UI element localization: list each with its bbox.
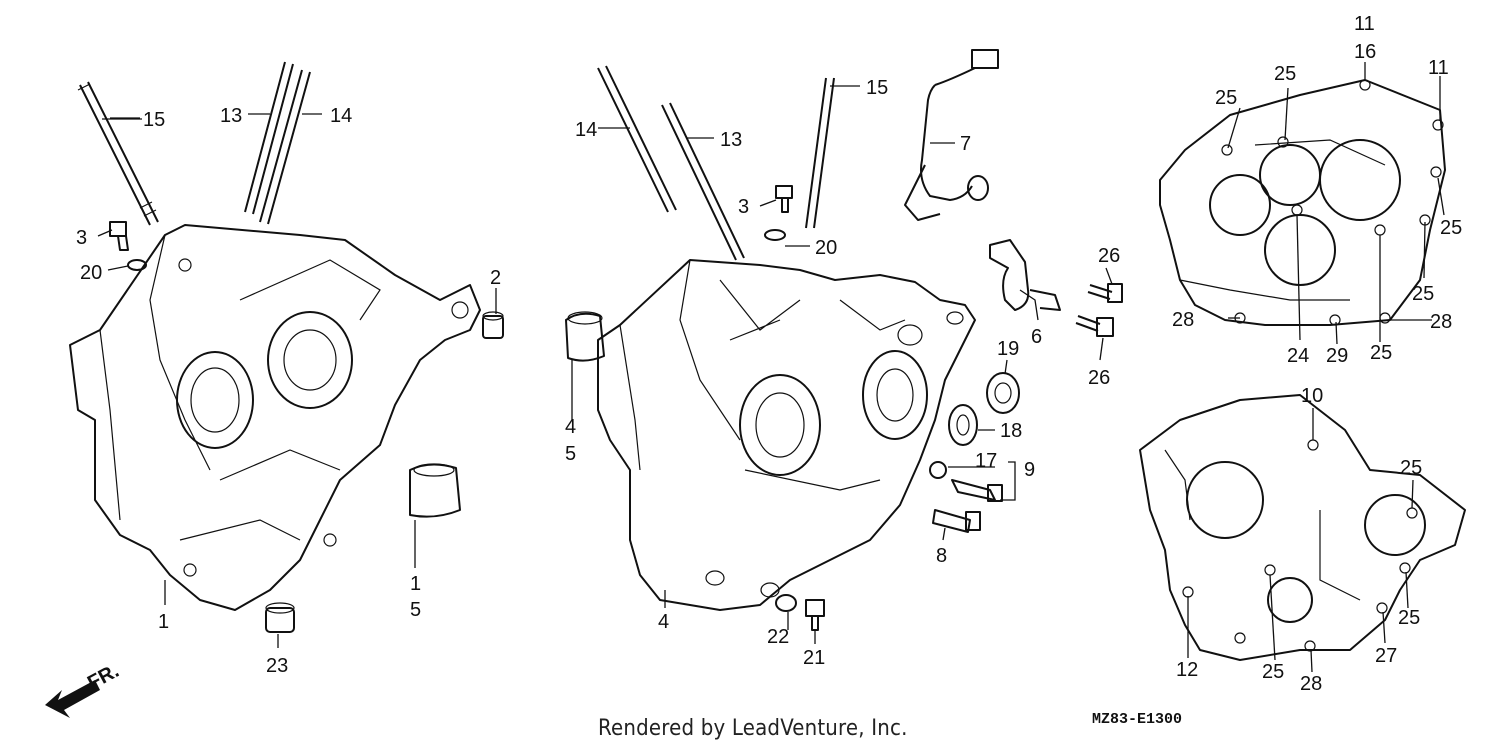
stud-bolt-13-right [661,102,745,261]
callout-23: 23 [266,655,288,677]
callout-2: 2 [490,267,501,289]
crankcase-cover-gasket-top [1159,79,1446,326]
callout-25: 25 [1215,87,1237,109]
bolt-21 [805,599,825,631]
callout-3: 3 [738,196,749,218]
callout-15: 15 [143,109,165,131]
callout-17: 17 [975,450,997,472]
callout-4: 4 [658,611,669,633]
front-direction-arrow: FR. [45,660,123,718]
callout-24: 24 [1287,345,1309,367]
callout-28: 28 [1172,309,1194,331]
stud-bolt-15-left [77,81,159,226]
oil-seal-1-5 [409,463,461,518]
stud-bolt-14-left [259,69,311,225]
callout-27: 27 [1375,645,1397,667]
oil-seal-4-5 [565,311,605,362]
bracket-6 [989,239,1061,311]
callout-19: 19 [997,338,1019,360]
callout-13: 13 [720,129,742,151]
callout-5: 5 [410,599,421,621]
callout-28: 28 [1430,311,1452,333]
stud-bolt-14-right [597,65,677,213]
callout-25: 25 [1412,283,1434,305]
callout-5: 5 [565,443,576,465]
callout-15: 15 [866,77,888,99]
callout-1: 1 [410,573,421,595]
right-crankcase-half [597,259,976,611]
bolt-3-left [109,221,129,251]
callout-1: 1 [158,611,169,633]
callout-20: 20 [815,237,837,259]
callout-12: 12 [1176,659,1198,681]
callout-7: 7 [960,133,971,155]
callout-25: 25 [1262,661,1284,683]
rendered-by-credit: Rendered by LeadVenture, Inc. [598,716,908,741]
washer-20-right [764,229,786,241]
callout-26: 26 [1098,245,1120,267]
diagram-code: MZ83-E1300 [1092,711,1183,728]
leader-lines [97,62,1445,673]
callout-6: 6 [1031,326,1042,348]
callout-16: 16 [1354,41,1376,63]
callout-29: 29 [1326,345,1348,367]
callout-13: 13 [220,105,242,127]
callout-9: 9 [1024,459,1035,481]
bolt-26-a [1087,283,1123,303]
callout-3: 3 [76,227,87,249]
dowel-2 [482,311,504,339]
washer-20-left [127,259,147,271]
callout-26: 26 [1088,367,1110,389]
callout-18: 18 [1000,420,1022,442]
callout-4: 4 [565,416,576,438]
callout-11: 11 [1354,13,1375,35]
wire-harness-7 [904,49,999,221]
stud-bolt-13-left [244,61,294,215]
callout-14: 14 [575,119,597,141]
callout-25: 25 [1440,217,1462,239]
callout-25: 25 [1274,63,1296,85]
callout-10: 10 [1301,385,1323,407]
washer-22 [775,594,797,612]
callout-25: 25 [1398,607,1420,629]
callout-14: 14 [330,105,352,127]
oil-seal-18 [948,404,978,446]
bolt-26-b [1075,315,1114,337]
bearing-19 [986,372,1020,414]
switch-8 [932,509,981,533]
callout-21: 21 [803,647,825,669]
callout-8: 8 [936,545,947,567]
callout-25: 25 [1370,342,1392,364]
left-crankcase-half [69,224,481,611]
washer-17 [929,461,947,479]
bolt-3-right [775,185,793,213]
callout-11: 11 [1428,57,1449,79]
callout-20: 20 [80,262,102,284]
crankcase-cover-gasket-bottom [1139,394,1466,661]
switch-9 [951,479,1003,502]
callout-25: 25 [1400,457,1422,479]
stud-bolt-15-right [805,77,835,229]
callout-labels: 15 13 14 3 20 2 1 1 5 23 14 13 15 3 20 7… [76,13,1462,695]
callout-22: 22 [767,626,789,648]
callout-28: 28 [1300,673,1322,695]
dowel-23 [265,602,295,633]
